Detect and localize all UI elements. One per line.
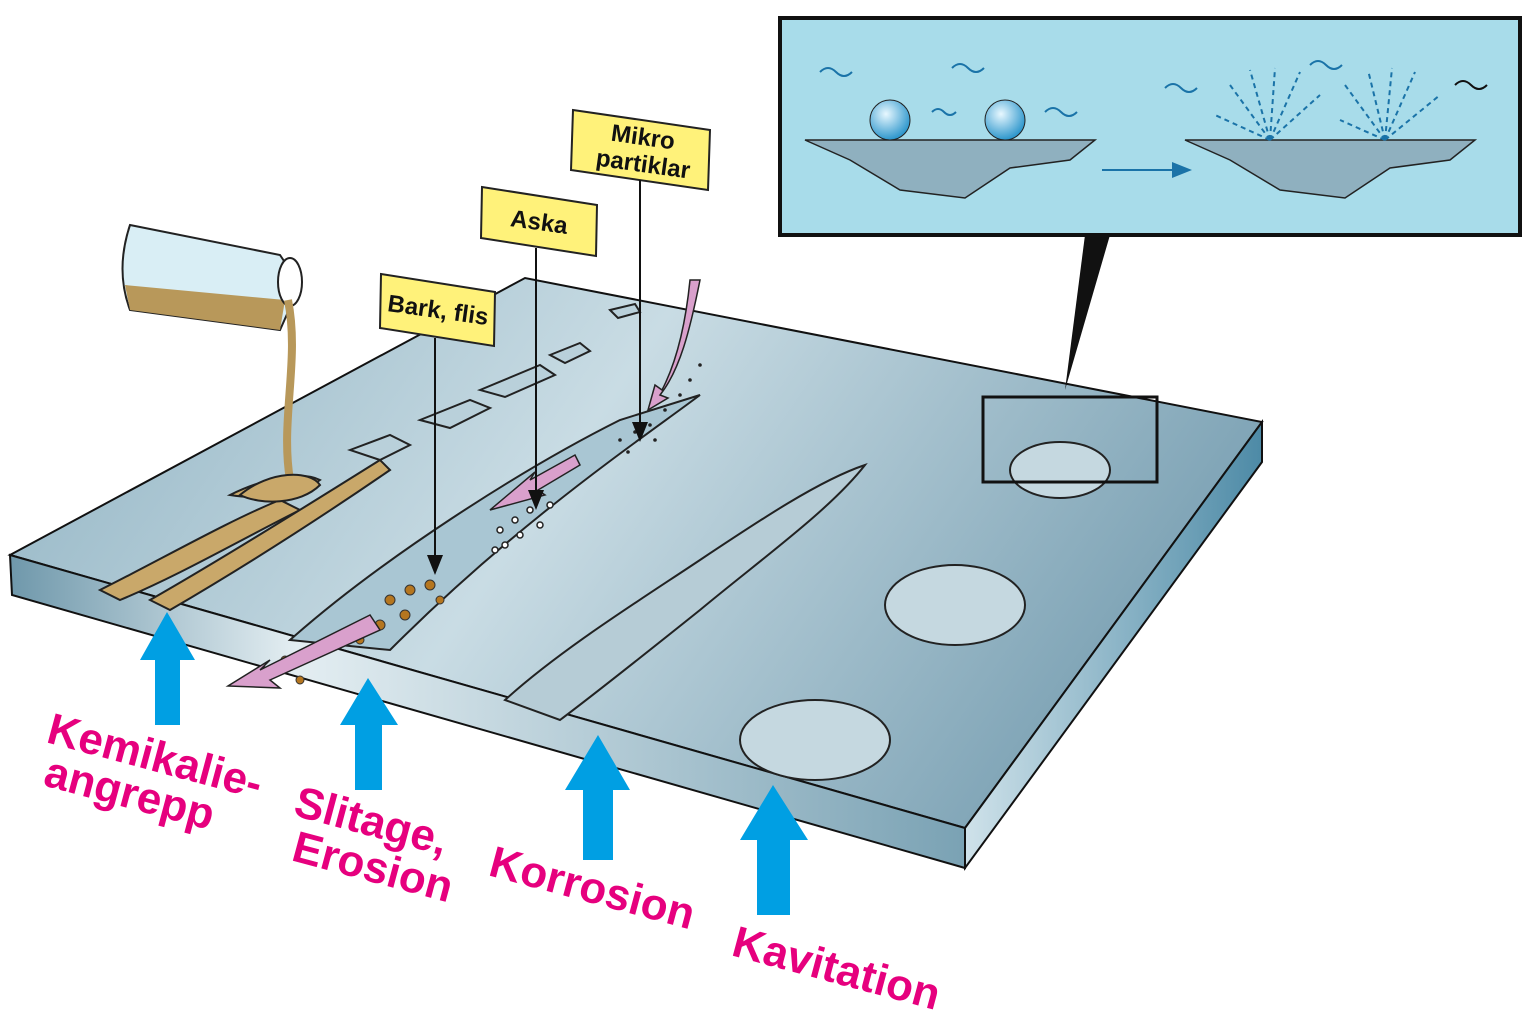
ash-particles [491, 501, 554, 554]
vapor-bubble [869, 99, 911, 141]
callout-bark-flis: Bark, flis [378, 272, 497, 575]
zoom-region-frame [981, 395, 1159, 484]
arrow-up-icon [340, 678, 398, 790]
arrow-up-icon [140, 612, 195, 725]
arrow-up-icon [565, 735, 630, 860]
corrosion-pits [503, 463, 868, 722]
vapor-bubble [984, 99, 1026, 141]
cavitation-inset [778, 16, 1522, 237]
callout-aska: Aska [479, 185, 599, 510]
label-slitage-erosion: Slitage, Erosion [287, 777, 458, 912]
label-kavitation: Kavitation [727, 917, 945, 1019]
cavitation-pits [739, 441, 1111, 781]
callout-mikro-partiklar: Mikro partiklar [569, 108, 712, 442]
chemical-bottle-icon [121, 223, 322, 503]
indicator-arrows [140, 612, 808, 915]
arrow-up-icon [740, 785, 808, 915]
inset-pointer [1065, 235, 1110, 390]
metal-plate [7, 276, 1264, 872]
micro-particles [618, 363, 702, 454]
label-kemikalieangrepp: Kemikalie- angrepp [39, 704, 267, 839]
